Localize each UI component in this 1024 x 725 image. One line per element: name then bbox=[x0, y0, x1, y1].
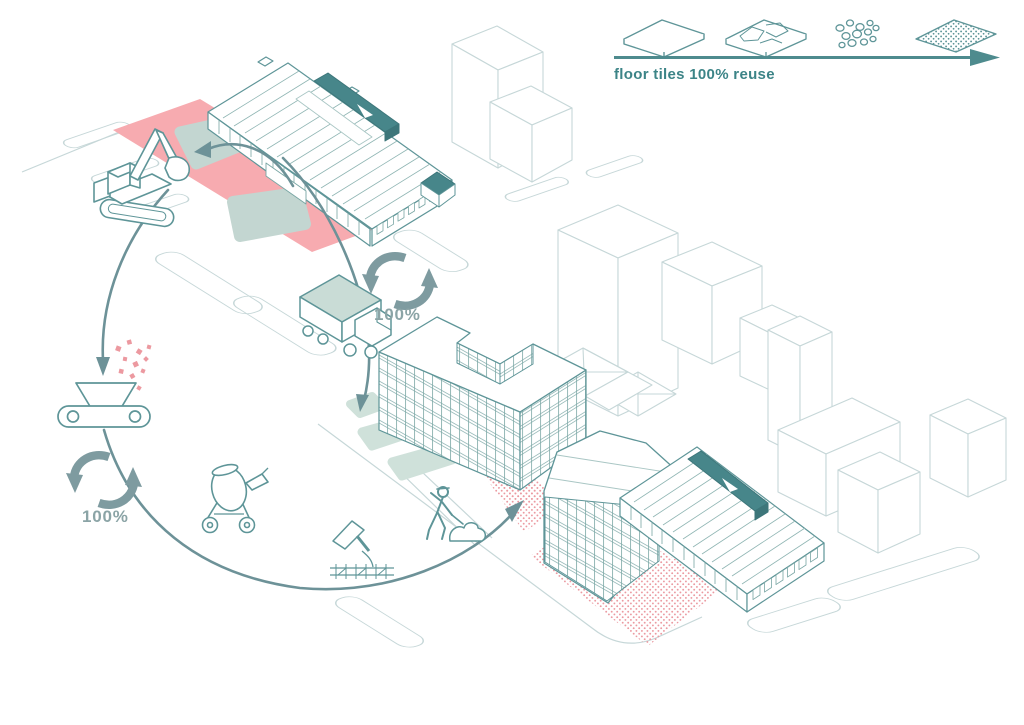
floor-ticks bbox=[335, 564, 387, 579]
torso bbox=[436, 496, 444, 514]
old-floor-slab-2 bbox=[227, 187, 311, 242]
crusher-conveyor-icon bbox=[57, 339, 152, 428]
background-cube-1 bbox=[489, 85, 573, 183]
roof-vent bbox=[257, 56, 274, 67]
background-box-2 bbox=[929, 398, 1007, 498]
small-shed bbox=[420, 171, 456, 208]
arrow-demolition-inner bbox=[194, 141, 295, 188]
floor-rails bbox=[330, 567, 394, 576]
legend-arrowhead bbox=[970, 49, 1000, 66]
drum-lid bbox=[211, 463, 239, 477]
demolition-site bbox=[113, 56, 456, 252]
speckled-tile-icon bbox=[915, 19, 997, 53]
aggregate-icon bbox=[835, 19, 880, 49]
wheel bbox=[317, 333, 329, 345]
wall-columns bbox=[630, 506, 738, 600]
recycle-head bbox=[125, 467, 142, 487]
recycle-head bbox=[362, 274, 379, 294]
recycle-icon-transport: 100% bbox=[362, 252, 438, 324]
sidewalk-block bbox=[232, 295, 337, 356]
funnel-spout bbox=[261, 467, 269, 475]
roller bbox=[66, 410, 80, 423]
pour-stream bbox=[361, 550, 374, 568]
sidewalk-block bbox=[827, 547, 980, 601]
cement-mixer-icon bbox=[201, 463, 269, 534]
existing-warehouse-2 bbox=[619, 446, 825, 613]
helmet-brim bbox=[436, 487, 450, 490]
background-cube-2 bbox=[837, 451, 921, 554]
new-development-site bbox=[346, 316, 825, 646]
sidewalk-block bbox=[504, 176, 569, 202]
wheel bbox=[364, 345, 378, 359]
sidewalk-block bbox=[154, 251, 263, 315]
roof-accent-bar bbox=[313, 72, 400, 142]
roof-accent-bar bbox=[687, 450, 769, 521]
transport-percent-label: 100% bbox=[374, 305, 421, 324]
wheel-hub bbox=[206, 521, 214, 529]
background-buildings bbox=[451, 25, 1007, 554]
rubble-particles bbox=[115, 339, 152, 391]
wheel-hub bbox=[243, 521, 251, 529]
sidewalk-block bbox=[747, 597, 841, 633]
shed-wall bbox=[438, 183, 456, 208]
roof-ridges bbox=[222, 70, 442, 220]
wheel bbox=[302, 325, 314, 337]
legend: floor tiles 100% reuse bbox=[614, 19, 1000, 83]
cracked-tile-icon bbox=[725, 19, 807, 58]
trowel-blade bbox=[332, 520, 365, 550]
funnel bbox=[245, 473, 269, 491]
background-tower-3 bbox=[661, 241, 763, 365]
material-pile bbox=[449, 522, 487, 542]
bar-arrow-mark bbox=[357, 104, 373, 118]
intact-tile-icon bbox=[623, 19, 705, 58]
roof-ridges bbox=[633, 453, 816, 585]
shovel bbox=[451, 514, 464, 525]
construction-worker-icon bbox=[426, 486, 487, 542]
notch-wall bbox=[499, 343, 534, 385]
recycle-icon-processing: 100% bbox=[66, 451, 142, 526]
tracks-inner bbox=[107, 203, 167, 222]
dump-truck-icon bbox=[299, 274, 392, 359]
processing-percent-label: 100% bbox=[82, 507, 129, 526]
cab-window bbox=[376, 308, 392, 331]
counterweight bbox=[93, 176, 111, 203]
wall-window-block bbox=[265, 162, 307, 205]
gable-windows bbox=[752, 547, 818, 600]
new-building-angled bbox=[543, 430, 678, 604]
recycle-head bbox=[66, 473, 83, 493]
new-building-L bbox=[378, 316, 587, 491]
bucket bbox=[164, 156, 190, 182]
legend-caption: floor tiles 100% reuse bbox=[614, 66, 775, 83]
roller bbox=[128, 410, 142, 423]
recycle-head bbox=[421, 268, 438, 288]
arrow-to-laying bbox=[102, 428, 524, 591]
sidewalk-block bbox=[62, 121, 132, 149]
bar-arrow-mark bbox=[722, 478, 738, 492]
sidewalk-block bbox=[585, 155, 644, 178]
hopper bbox=[75, 382, 137, 409]
wheel bbox=[343, 343, 357, 357]
sidewalk-block bbox=[392, 229, 469, 272]
conveyor-belt bbox=[57, 405, 151, 428]
tile-laying-icon bbox=[330, 520, 394, 579]
legs bbox=[426, 512, 446, 540]
excavator-icon bbox=[93, 128, 190, 228]
rooflight bbox=[295, 90, 373, 146]
floor-braces bbox=[337, 567, 387, 576]
arms bbox=[430, 492, 453, 516]
trowel-handle bbox=[355, 535, 371, 552]
legend-arrow bbox=[614, 49, 1000, 66]
sidewalk-block bbox=[334, 596, 425, 648]
